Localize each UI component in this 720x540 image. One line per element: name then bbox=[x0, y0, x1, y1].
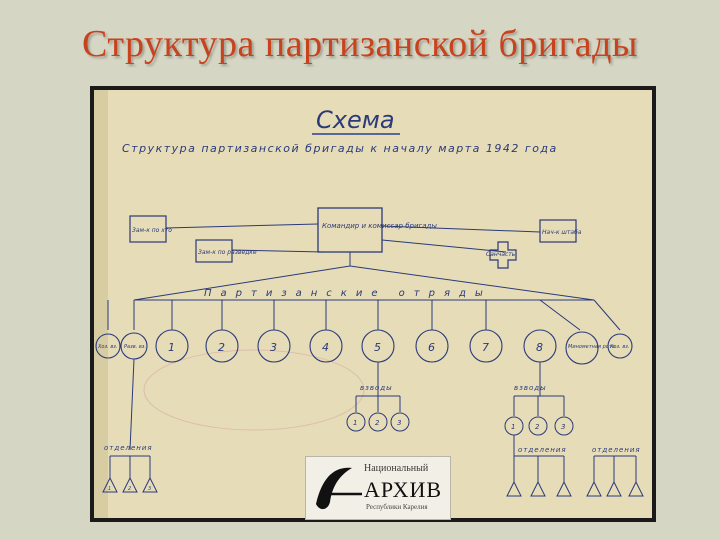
logo-text-main: АРХИВ bbox=[364, 477, 443, 502]
platoon-b-3: 3 bbox=[561, 423, 565, 431]
archive-logo-mark-icon bbox=[316, 467, 362, 510]
right-small-2: Хоз. вз. bbox=[609, 344, 630, 350]
slide-title: Структура партизанской бригады bbox=[82, 23, 638, 65]
detachment-num-1: 1 bbox=[168, 341, 175, 354]
platoon-a-2: 2 bbox=[375, 419, 380, 427]
platoon-b-2: 2 bbox=[535, 423, 540, 431]
archival-document: Схема Структура партизанской бригады к н… bbox=[94, 90, 652, 518]
deputy-box bbox=[129, 215, 167, 243]
detachment-2 bbox=[205, 329, 239, 363]
detachment-num-7: 7 bbox=[482, 341, 489, 354]
mortar-company bbox=[565, 331, 599, 365]
structure-diagram: Схема Структура партизанской бригады к н… bbox=[94, 90, 652, 518]
detachment-num-5: 5 bbox=[374, 341, 381, 354]
detachment-num-8: 8 bbox=[536, 341, 543, 354]
detachment-6 bbox=[415, 329, 449, 363]
logo-text-top: Национальный bbox=[364, 463, 429, 474]
left-squads bbox=[102, 476, 158, 493]
squads-label-left: отделения bbox=[104, 444, 153, 452]
document-subtitle: Структура партизанской бригады к началу … bbox=[122, 142, 558, 155]
detachment-num-4: 4 bbox=[322, 341, 329, 354]
commander-label: Командир и комиссар бригады bbox=[322, 222, 437, 230]
recon-label: Зам-к по разведке bbox=[198, 249, 257, 256]
left-squad-num-3: 3 bbox=[148, 486, 151, 492]
archive-logo: Национальный АРХИВ Республики Карелия bbox=[305, 456, 451, 520]
detachments-label: Партизанские отряды bbox=[204, 288, 492, 299]
platoons-label-left: взводы bbox=[360, 384, 393, 392]
left-squad-num-1: 1 bbox=[108, 486, 111, 492]
right-squads bbox=[506, 480, 644, 497]
document-heading: Схема bbox=[316, 106, 395, 134]
staff-label: Нач-к штаба bbox=[542, 229, 582, 236]
right-small-1: Минометная рота bbox=[568, 344, 615, 350]
squads-label-right: отделения bbox=[592, 446, 641, 454]
squads-label-mid: отделения bbox=[518, 446, 567, 454]
medical-label: Санчасть bbox=[486, 251, 516, 258]
detachment-7 bbox=[469, 329, 503, 363]
platoon-a-1: 1 bbox=[353, 419, 357, 427]
left-squad-num-2: 2 bbox=[128, 486, 131, 492]
staff-box bbox=[539, 219, 577, 243]
detachment-1 bbox=[155, 329, 189, 363]
detachment-num-6: 6 bbox=[428, 341, 435, 354]
left-unit-1 bbox=[95, 333, 121, 359]
detachment-4 bbox=[309, 329, 343, 363]
platoons-label-right: взводы bbox=[514, 384, 547, 392]
detachment-num-3: 3 bbox=[270, 341, 277, 354]
logo-text-bottom: Республики Карелия bbox=[366, 503, 428, 511]
deputy-label: Зам-к по хто bbox=[132, 227, 172, 234]
detachment-3 bbox=[257, 329, 291, 363]
detachment-num-2: 2 bbox=[218, 341, 225, 354]
left-small-2: Разв. вз. bbox=[124, 344, 146, 350]
left-small-1: Хоз. вз. bbox=[97, 344, 118, 350]
right-unit bbox=[607, 333, 633, 359]
platoon-a-3: 3 bbox=[397, 419, 401, 427]
platoon-b-1: 1 bbox=[511, 423, 515, 431]
recon-box bbox=[195, 239, 233, 263]
